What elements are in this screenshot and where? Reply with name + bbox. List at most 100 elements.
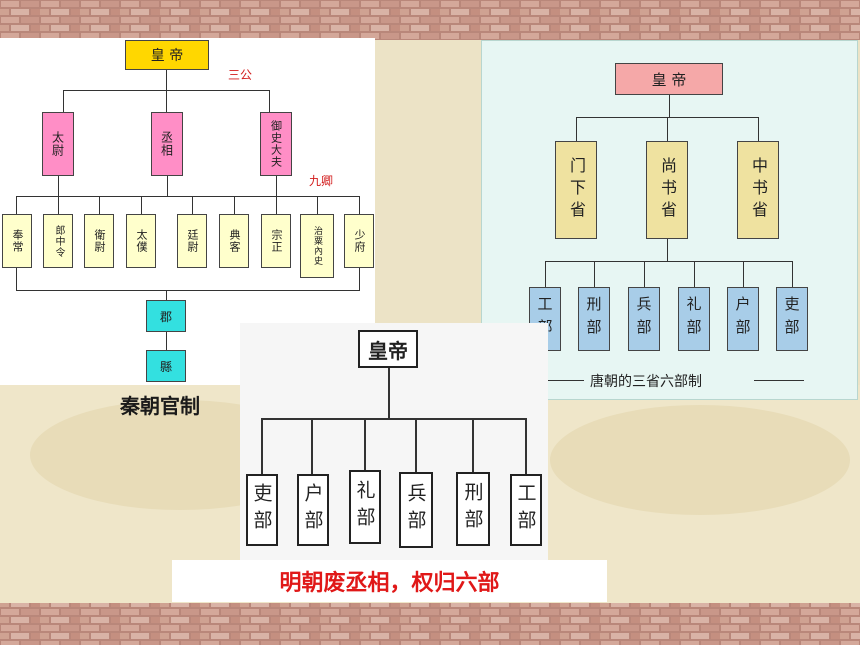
connector	[525, 418, 527, 474]
caption-rule-left	[534, 380, 584, 381]
connector	[792, 261, 793, 287]
connector	[166, 70, 167, 90]
qin-sangong-label-item: 御史大夫	[269, 120, 283, 168]
connector	[758, 117, 759, 141]
qin-jiuqing-label-item: 少府	[353, 229, 366, 253]
ming-liubu-label-item: 刑部	[461, 482, 484, 536]
tang-liubu-label-item: 礼部	[684, 296, 703, 342]
connector	[311, 418, 313, 474]
ming-liubu-box: 刑部	[456, 472, 490, 546]
tang-sansheng-box: 尚书省	[646, 141, 688, 239]
connector	[192, 196, 193, 214]
ming-emperor-box: 皇帝	[358, 330, 418, 368]
qin-xian-label: 縣	[159, 359, 172, 374]
connector	[669, 95, 670, 117]
qin-jiuqing-box: 宗正	[261, 214, 291, 268]
connector	[16, 196, 360, 197]
qin-sangong-label-item: 丞相	[159, 131, 174, 157]
connector	[63, 90, 64, 112]
connector	[166, 332, 167, 350]
tang-liubu-box: 兵部	[628, 287, 660, 351]
connector	[166, 290, 167, 300]
qin-jiuqing-box: 少府	[344, 214, 374, 268]
tang-sansheng-label-item: 门下省	[567, 157, 586, 223]
tang-emperor-box: 皇 帝	[615, 63, 723, 95]
connector	[317, 196, 318, 214]
tang-liubu-box: 刑部	[578, 287, 610, 351]
qin-jiuqing-box: 典客	[219, 214, 249, 268]
qin-sangong-box: 太尉	[42, 112, 74, 176]
qin-jiuqing-label-item: 奉常	[11, 229, 24, 253]
ming-caption: 明朝废丞相，权归六部	[279, 571, 500, 596]
tang-liubu-label-item: 吏部	[782, 296, 801, 342]
tang-sansheng-label-item: 中书省	[749, 157, 768, 223]
tang-caption: 唐朝的三省六部制	[590, 374, 702, 390]
ming-liubu-box: 户部	[297, 474, 329, 546]
connector	[276, 196, 277, 214]
qin-jiuqing-label-item: 郎中令	[53, 224, 64, 258]
qin-sangong-box: 御史大夫	[260, 112, 292, 176]
connector	[415, 418, 417, 472]
ming-liubu-label-item: 工部	[514, 483, 537, 537]
connector	[694, 261, 695, 287]
connector	[58, 196, 59, 214]
ming-liubu-box: 兵部	[399, 472, 433, 548]
qin-jiuqing-label-item: 治粟內史	[312, 226, 322, 266]
qin-jiuqing-box: 治粟內史	[300, 214, 334, 278]
qin-sangong-box: 丞相	[151, 112, 183, 176]
connector	[743, 261, 744, 287]
connector	[667, 239, 668, 261]
qin-emperor-label: 皇 帝	[150, 48, 184, 64]
qin-sangong-label: 三公	[228, 68, 253, 82]
connector	[166, 90, 167, 112]
connector	[472, 418, 474, 472]
tang-sansheng-box: 中书省	[737, 141, 779, 239]
tang-emperor-label: 皇 帝	[651, 70, 687, 89]
ming-chart-panel: 皇帝 吏部 户部 礼部 兵部 刑部 工部	[240, 323, 548, 560]
connector	[388, 368, 390, 418]
qin-jiuqing-box: 郎中令	[43, 214, 73, 268]
qin-jiuqing-label: 九卿	[309, 174, 334, 188]
connector	[58, 176, 59, 196]
qin-jun-box: 郡	[146, 300, 186, 332]
connector	[16, 196, 17, 214]
tang-sansheng-box: 门下省	[555, 141, 597, 239]
ming-liubu-label-item: 礼部	[353, 480, 376, 534]
qin-jiuqing-label-item: 太僕	[135, 229, 148, 253]
connector	[167, 176, 168, 196]
ming-liubu-box: 吏部	[246, 474, 278, 546]
ming-liubu-label-item: 吏部	[250, 483, 273, 537]
qin-jiuqing-box: 衛尉	[84, 214, 114, 268]
ming-liubu-label-item: 兵部	[404, 483, 427, 537]
qin-jiuqing-label-item: 宗正	[270, 229, 283, 253]
tang-liubu-box: 吏部	[776, 287, 808, 351]
connector	[261, 418, 263, 474]
tang-chart-panel: 皇 帝 门下省 尚书省 中书省 工部 刑部 兵部 礼部 户部 吏部 唐朝的三省六…	[481, 40, 858, 400]
ming-caption-bar: 明朝废丞相，权归六部	[172, 560, 607, 602]
qin-jiuqing-box: 奉常	[2, 214, 32, 268]
connector	[276, 176, 277, 196]
tang-liubu-box: 礼部	[678, 287, 710, 351]
qin-caption: 秦朝官制	[120, 394, 200, 418]
qin-jiuqing-box: 太僕	[126, 214, 156, 268]
qin-jiuqing-label-item: 廷尉	[186, 229, 199, 253]
connector	[261, 418, 527, 420]
connector	[667, 117, 668, 141]
qin-jiuqing-box: 廷尉	[177, 214, 207, 268]
ming-liubu-label-item: 户部	[301, 483, 324, 537]
connector	[644, 261, 645, 287]
connector	[359, 268, 360, 290]
connector	[141, 196, 142, 214]
qin-emperor-box: 皇 帝	[125, 40, 209, 70]
ming-liubu-box: 礼部	[349, 470, 381, 544]
qin-jiuqing-label-item: 典客	[228, 229, 241, 253]
connector	[16, 268, 17, 290]
qin-sangong-label-item: 太尉	[50, 131, 65, 157]
connector	[359, 196, 360, 214]
connector	[234, 196, 235, 214]
caption-rule-right	[754, 380, 804, 381]
tang-liubu-label-item: 兵部	[634, 296, 653, 342]
tang-sansheng-label-item: 尚书省	[658, 157, 677, 223]
qin-jun-label: 郡	[159, 309, 172, 324]
connector	[594, 261, 595, 287]
